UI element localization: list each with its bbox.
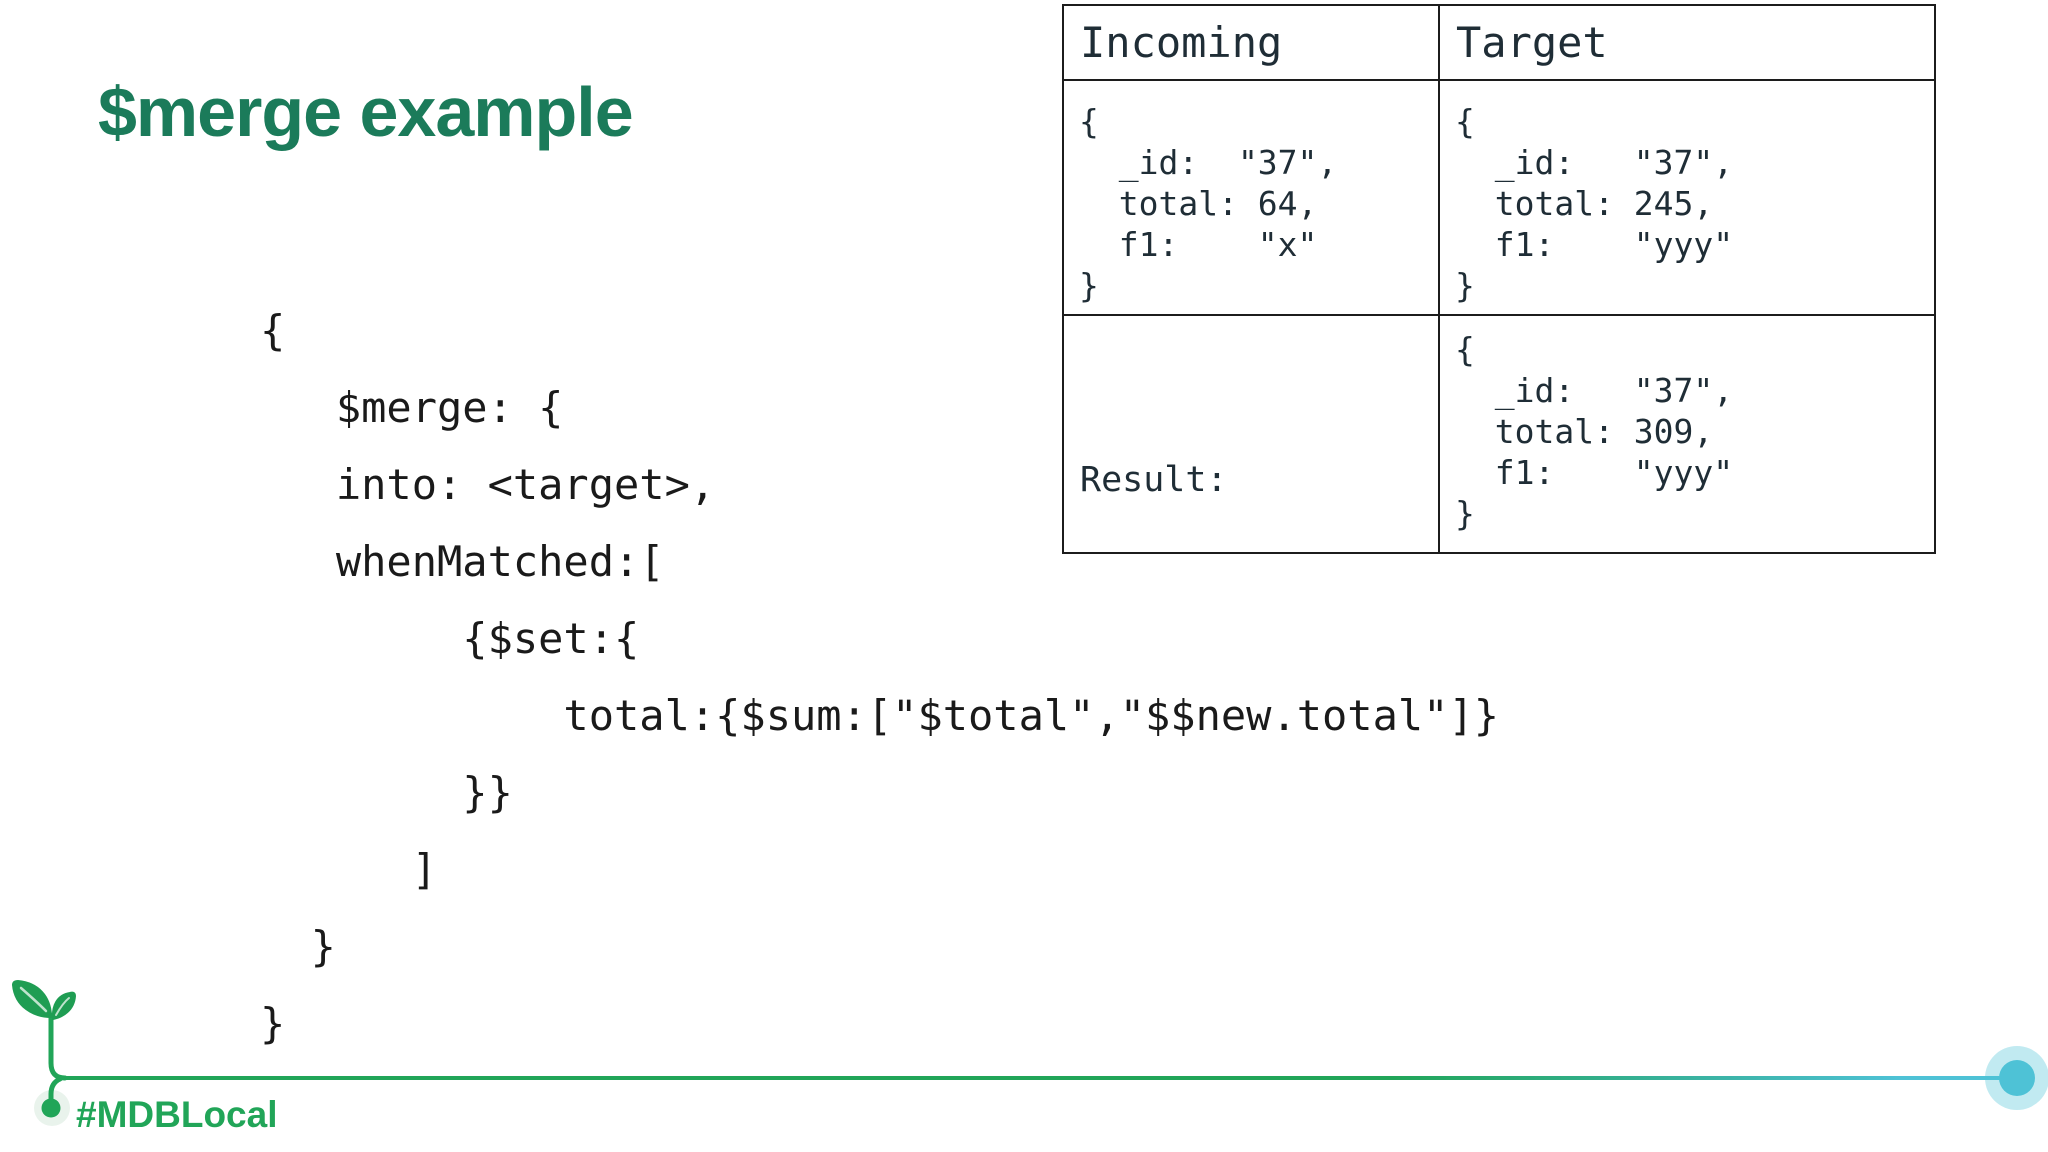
sprout-icon xyxy=(12,980,76,1126)
page-title: $merge example xyxy=(98,73,634,151)
merge-pipeline-code: { $merge: { into: <target>, whenMatched:… xyxy=(260,292,1499,1062)
code-line: { xyxy=(260,306,286,355)
code-line: }} xyxy=(260,768,513,817)
code-line: {$set:{ xyxy=(260,614,640,663)
sprout-stem xyxy=(48,1012,68,1081)
code-line: total:{$sum:["$total","$$new.total"]} xyxy=(260,691,1500,740)
result-label-cell: Result: xyxy=(1062,314,1440,554)
table-row: { _id: "37", total: 64, f1: "x" } { _id:… xyxy=(1062,79,1936,316)
code-line: $merge: { xyxy=(260,383,564,432)
sprout-small-leaf-vein xyxy=(55,997,70,1016)
target-doc-cell: { _id: "37", total: 245, f1: "yyy" } xyxy=(1438,79,1936,316)
table-header-row: Incoming Target xyxy=(1062,4,1936,81)
result-doc-cell: { _id: "37", total: 309, f1: "yyy" } xyxy=(1438,314,1936,554)
code-line: } xyxy=(260,922,336,971)
code-line: whenMatched:[ xyxy=(260,537,665,586)
table-row: Result: { _id: "37", total: 309, f1: "yy… xyxy=(1062,314,1936,554)
sprout-root-stem xyxy=(48,1076,63,1104)
code-line: into: <target>, xyxy=(260,460,716,509)
teal-dot-icon xyxy=(1999,1060,2035,1096)
result-label: Result: xyxy=(1080,460,1228,500)
merge-example-table: Incoming Target { _id: "37", total: 64, … xyxy=(1062,4,1936,554)
column-header-target: Target xyxy=(1438,4,1936,81)
sprout-root-dot xyxy=(41,1098,61,1118)
result-document: { _id: "37", total: 309, f1: "yyy" } xyxy=(1455,330,1734,533)
target-document: { _id: "37", total: 245, f1: "yyy" } xyxy=(1455,102,1734,305)
footer-gradient-line xyxy=(62,1076,2018,1080)
incoming-doc-cell: { _id: "37", total: 64, f1: "x" } xyxy=(1062,79,1440,316)
event-hashtag: #MDBLocal xyxy=(76,1094,278,1135)
code-line: ] xyxy=(260,845,438,894)
sprout-big-leaf-vein xyxy=(19,986,48,1013)
code-line: } xyxy=(260,999,286,1048)
incoming-document: { _id: "37", total: 64, f1: "x" } xyxy=(1079,102,1338,305)
column-header-incoming: Incoming xyxy=(1062,4,1440,81)
